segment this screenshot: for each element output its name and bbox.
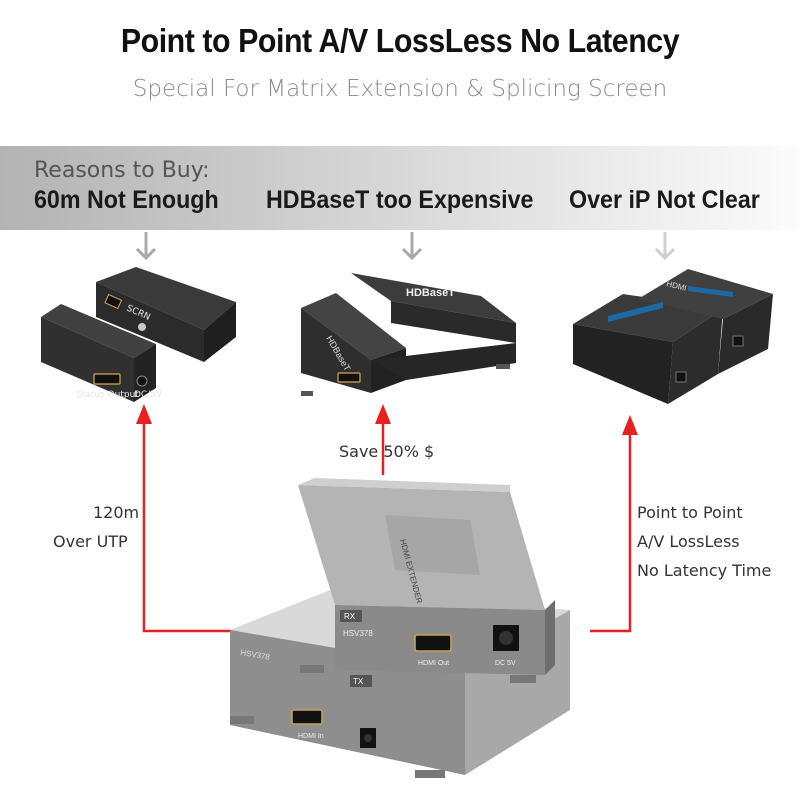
- device-60m-port-label: Status Output: [76, 390, 139, 400]
- gray-arrow-center: [401, 232, 423, 261]
- gray-arrow-right: [654, 232, 676, 261]
- back-unit-port-label: HDMI In: [298, 733, 324, 740]
- back-unit-hdmi-port: [291, 709, 323, 725]
- device-60m-power-label: DC/5V: [134, 390, 163, 400]
- reason-hdbaset: HDBaseT too Expensive: [266, 186, 534, 214]
- red-arrow-left: [136, 404, 238, 633]
- reason-over-ip: Over iP Not Clear: [569, 186, 760, 214]
- device-hdbaset-extender: HDBaseT HDBaseT: [301, 273, 516, 396]
- annotation-point-to-point: Point to Point: [637, 503, 743, 522]
- red-arrow-center: [375, 404, 391, 475]
- gray-arrow-left: [135, 232, 157, 261]
- annotation-120m: 120m: [93, 503, 140, 522]
- reasons-band: [0, 146, 800, 230]
- main-unit-badge: RX: [344, 612, 356, 621]
- page-subtitle: Special For Matrix Extension & Splicing …: [132, 76, 668, 102]
- device-60m-extender: SCRN Status Output DC/5V: [41, 267, 236, 402]
- red-arrow-right: [590, 415, 638, 633]
- annotation-av-lossless: A/V LossLess: [637, 532, 740, 551]
- page-title: Point to Point A/V LossLess No Latency: [120, 22, 680, 59]
- annotation-over-utp: Over UTP: [53, 532, 128, 551]
- annotation-no-latency: No Latency Time: [637, 561, 772, 580]
- annotation-save-50: Save 50% $: [339, 442, 435, 461]
- reasons-heading: Reasons to Buy:: [34, 158, 210, 183]
- device-hsv378-pair: TX HSV378 HDMI In HDMI EXTENDER RX HSV37…: [230, 478, 570, 778]
- device-hdbaset-top-label: HDBaseT: [406, 287, 455, 299]
- main-unit-hdmi-port: [414, 634, 452, 652]
- main-unit-port-label: HDMI Out: [418, 660, 449, 667]
- device-over-ip-extender: HDMI: [573, 269, 773, 404]
- reason-60m: 60m Not Enough: [34, 186, 219, 214]
- main-unit-power-label: DC 5V: [495, 660, 516, 667]
- back-unit-badge: TX: [353, 677, 364, 686]
- main-unit-model: HSV378: [343, 629, 373, 638]
